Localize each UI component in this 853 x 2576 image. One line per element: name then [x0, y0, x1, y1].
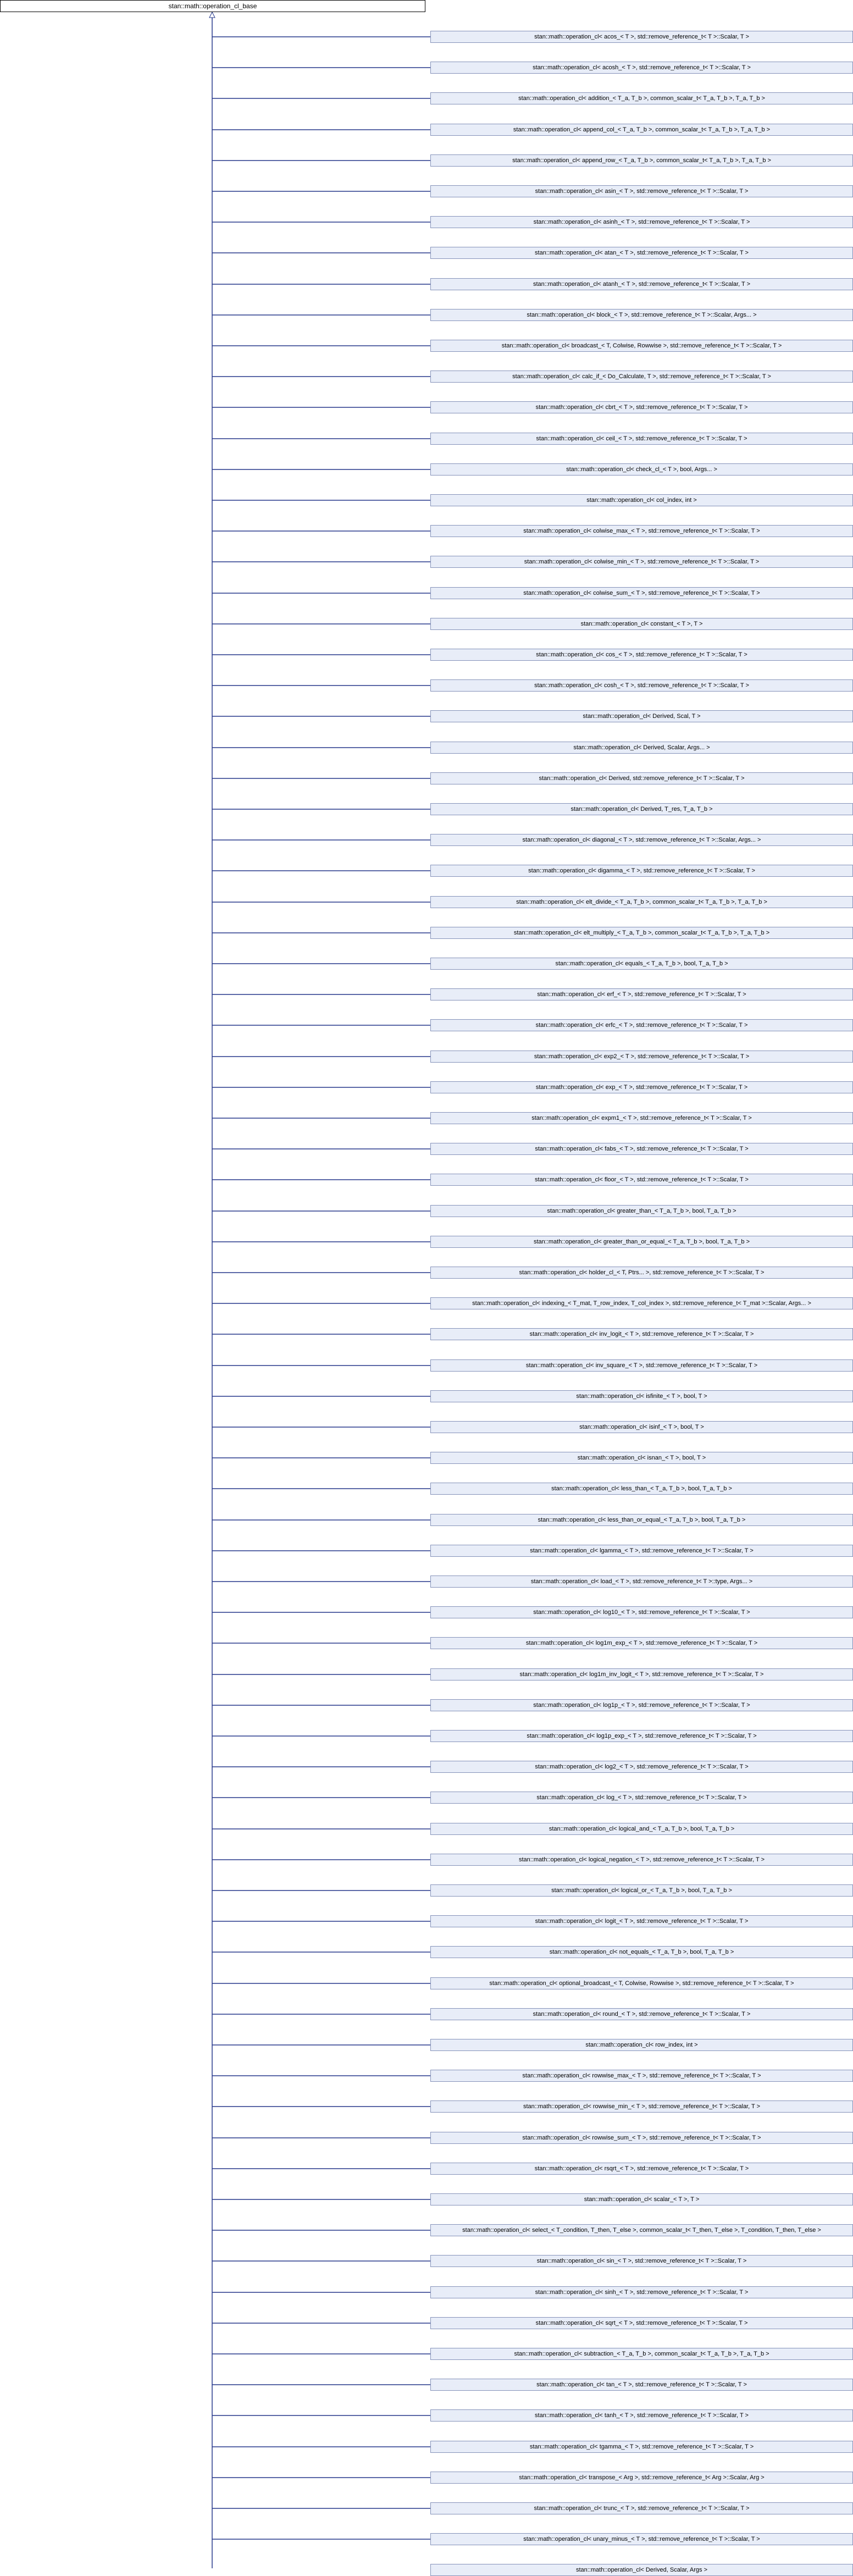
derived-class-node[interactable]: stan::math::operation_cl< log_< T >, std…: [430, 1792, 853, 1804]
derived-class-node[interactable]: stan::math::operation_cl< exp2_< T >, st…: [430, 1051, 853, 1063]
derived-class-node[interactable]: stan::math::operation_cl< asin_< T >, st…: [430, 185, 853, 197]
derived-class-node[interactable]: stan::math::operation_cl< subtraction_< …: [430, 2348, 853, 2360]
derived-class-node[interactable]: stan::math::operation_cl< colwise_max_< …: [430, 525, 853, 537]
derived-class-node[interactable]: stan::math::operation_cl< broadcast_< T,…: [430, 340, 853, 352]
derived-class-node[interactable]: stan::math::operation_cl< append_row_< T…: [430, 154, 853, 167]
derived-class-node[interactable]: stan::math::operation_cl< log10_< T >, s…: [430, 1606, 853, 1618]
derived-class-node[interactable]: stan::math::operation_cl< diagonal_< T >…: [430, 834, 853, 846]
derived-class-node[interactable]: stan::math::operation_cl< Derived, T_res…: [430, 803, 853, 815]
derived-class-node[interactable]: stan::math::operation_cl< logical_and_< …: [430, 1823, 853, 1835]
derived-class-node[interactable]: stan::math::operation_cl< optional_broad…: [430, 1977, 853, 1989]
derived-class-node[interactable]: stan::math::operation_cl< exp_< T >, std…: [430, 1081, 853, 1093]
derived-class-node[interactable]: stan::math::operation_cl< greater_than_<…: [430, 1205, 853, 1217]
root-class-node[interactable]: stan::math::operation_cl_base: [0, 0, 425, 12]
derived-class-node[interactable]: stan::math::operation_cl< rowwise_sum_< …: [430, 2132, 853, 2144]
derived-class-node[interactable]: stan::math::operation_cl< load_< T >, st…: [430, 1576, 853, 1588]
derived-class-node[interactable]: stan::math::operation_cl< tanh_< T >, st…: [430, 2409, 853, 2422]
derived-class-node[interactable]: stan::math::operation_cl< transpose_< Ar…: [430, 2472, 853, 2484]
derived-class-node[interactable]: stan::math::operation_cl< Derived, Scala…: [430, 2564, 853, 2576]
derived-class-node[interactable]: stan::math::operation_cl< fabs_< T >, st…: [430, 1143, 853, 1155]
derived-class-node[interactable]: stan::math::operation_cl< calc_if_< Do_C…: [430, 371, 853, 383]
derived-class-node[interactable]: stan::math::operation_cl< isinf_< T >, b…: [430, 1421, 853, 1433]
derived-class-node[interactable]: stan::math::operation_cl< sin_< T >, std…: [430, 2255, 853, 2267]
inheritance-arrowhead-icon: [209, 11, 215, 18]
derived-class-node[interactable]: stan::math::operation_cl< erf_< T >, std…: [430, 988, 853, 1000]
derived-class-node[interactable]: stan::math::operation_cl< log1m_inv_logi…: [430, 1668, 853, 1681]
derived-class-node[interactable]: stan::math::operation_cl< log1p_exp_< T …: [430, 1730, 853, 1742]
derived-class-node[interactable]: stan::math::operation_cl< digamma_< T >,…: [430, 865, 853, 877]
derived-class-node[interactable]: stan::math::operation_cl< logical_negati…: [430, 1854, 853, 1866]
derived-class-node[interactable]: stan::math::operation_cl< tgamma_< T >, …: [430, 2441, 853, 2453]
derived-class-node[interactable]: stan::math::operation_cl< colwise_min_< …: [430, 556, 853, 568]
derived-class-node[interactable]: stan::math::operation_cl< cos_< T >, std…: [430, 649, 853, 661]
derived-class-node[interactable]: stan::math::operation_cl< logical_or_< T…: [430, 1884, 853, 1897]
derived-class-node[interactable]: stan::math::operation_cl< ceil_< T >, st…: [430, 433, 853, 445]
derived-class-node[interactable]: stan::math::operation_cl< floor_< T >, s…: [430, 1174, 853, 1186]
derived-class-node[interactable]: stan::math::operation_cl< isfinite_< T >…: [430, 1390, 853, 1402]
derived-class-node[interactable]: stan::math::operation_cl< rowwise_max_< …: [430, 2070, 853, 2082]
derived-class-node[interactable]: stan::math::operation_cl< inv_square_< T…: [430, 1359, 853, 1372]
derived-class-node[interactable]: stan::math::operation_cl< less_than_< T_…: [430, 1483, 853, 1495]
derived-class-node[interactable]: stan::math::operation_cl< rowwise_min_< …: [430, 2100, 853, 2113]
derived-class-node[interactable]: stan::math::operation_cl< elt_divide_< T…: [430, 896, 853, 908]
derived-class-node[interactable]: stan::math::operation_cl< rsqrt_< T >, s…: [430, 2163, 853, 2175]
derived-class-node[interactable]: stan::math::operation_cl< sinh_< T >, st…: [430, 2286, 853, 2298]
derived-class-node[interactable]: stan::math::operation_cl< select_< T_con…: [430, 2224, 853, 2236]
derived-class-node[interactable]: stan::math::operation_cl< block_< T >, s…: [430, 309, 853, 321]
derived-class-node[interactable]: stan::math::operation_cl< cbrt_< T >, st…: [430, 401, 853, 413]
derived-class-node[interactable]: stan::math::operation_cl< indexing_< T_m…: [430, 1297, 853, 1309]
derived-class-node[interactable]: stan::math::operation_cl< constant_< T >…: [430, 618, 853, 630]
derived-class-node[interactable]: stan::math::operation_cl< scalar_< T >, …: [430, 2193, 853, 2205]
derived-class-node[interactable]: stan::math::operation_cl< holder_cl_< T,…: [430, 1267, 853, 1279]
derived-class-node[interactable]: stan::math::operation_cl< erfc_< T >, st…: [430, 1019, 853, 1031]
derived-class-node[interactable]: stan::math::operation_cl< atanh_< T >, s…: [430, 278, 853, 290]
derived-class-node[interactable]: stan::math::operation_cl< acosh_< T >, s…: [430, 62, 853, 74]
derived-class-node[interactable]: stan::math::operation_cl< col_index, int…: [430, 494, 853, 506]
derived-class-node[interactable]: stan::math::operation_cl< addition_< T_a…: [430, 92, 853, 104]
derived-class-node[interactable]: stan::math::operation_cl< cosh_< T >, st…: [430, 679, 853, 692]
derived-class-node[interactable]: stan::math::operation_cl< round_< T >, s…: [430, 2008, 853, 2020]
derived-class-node[interactable]: stan::math::operation_cl< logit_< T >, s…: [430, 1915, 853, 1927]
derived-class-node[interactable]: stan::math::operation_cl< log1m_exp_< T …: [430, 1637, 853, 1649]
derived-class-node[interactable]: stan::math::operation_cl< log1p_< T >, s…: [430, 1699, 853, 1711]
derived-class-node[interactable]: stan::math::operation_cl< append_col_< T…: [430, 124, 853, 136]
derived-class-node[interactable]: stan::math::operation_cl< unary_minus_< …: [430, 2533, 853, 2545]
derived-class-node[interactable]: stan::math::operation_cl< check_cl_< T >…: [430, 463, 853, 476]
derived-class-node[interactable]: stan::math::operation_cl< inv_logit_< T …: [430, 1328, 853, 1340]
derived-class-node[interactable]: stan::math::operation_cl< lgamma_< T >, …: [430, 1545, 853, 1557]
derived-class-node[interactable]: stan::math::operation_cl< not_equals_< T…: [430, 1946, 853, 1958]
derived-class-node[interactable]: stan::math::operation_cl< expm1_< T >, s…: [430, 1112, 853, 1124]
derived-class-node[interactable]: stan::math::operation_cl< elt_multiply_<…: [430, 927, 853, 939]
derived-class-node[interactable]: stan::math::operation_cl< Derived, std::…: [430, 772, 853, 784]
derived-class-node[interactable]: stan::math::operation_cl< acos_< T >, st…: [430, 31, 853, 43]
derived-class-node[interactable]: stan::math::operation_cl< colwise_sum_< …: [430, 587, 853, 599]
derived-class-node[interactable]: stan::math::operation_cl< tan_< T >, std…: [430, 2379, 853, 2391]
derived-class-node[interactable]: stan::math::operation_cl< greater_than_o…: [430, 1236, 853, 1248]
derived-class-node[interactable]: stan::math::operation_cl< asinh_< T >, s…: [430, 216, 853, 228]
derived-class-node[interactable]: stan::math::operation_cl< equals_< T_a, …: [430, 958, 853, 970]
derived-class-node[interactable]: stan::math::operation_cl< atan_< T >, st…: [430, 247, 853, 259]
derived-class-node[interactable]: stan::math::operation_cl< row_index, int…: [430, 2039, 853, 2051]
derived-class-node[interactable]: stan::math::operation_cl< less_than_or_e…: [430, 1514, 853, 1526]
derived-class-node[interactable]: stan::math::operation_cl< Derived, Scal,…: [430, 710, 853, 722]
derived-class-node[interactable]: stan::math::operation_cl< isnan_< T >, b…: [430, 1452, 853, 1464]
derived-class-node[interactable]: stan::math::operation_cl< trunc_< T >, s…: [430, 2502, 853, 2514]
derived-class-node[interactable]: stan::math::operation_cl< log2_< T >, st…: [430, 1761, 853, 1773]
derived-class-node[interactable]: stan::math::operation_cl< Derived, Scala…: [430, 742, 853, 754]
derived-class-node[interactable]: stan::math::operation_cl< sqrt_< T >, st…: [430, 2317, 853, 2329]
